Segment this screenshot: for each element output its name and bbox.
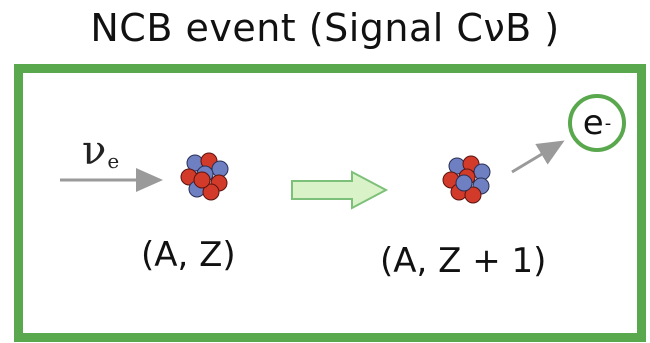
neutrino-label: νe [82,128,119,174]
outgoing-electron-arrow [512,142,562,172]
final-nucleus-label: (A, Z + 1) [380,241,546,281]
neutrino-flavor-subscript: e [107,149,119,173]
transition-arrow [292,172,386,208]
final-nucleus-icon [443,156,490,203]
initial-nucleus-icon [181,153,228,200]
electron-charge: - [605,113,612,134]
neutrino-symbol: ν [82,128,106,174]
electron-badge: e- [568,94,626,152]
initial-nucleus-label: (A, Z) [141,235,236,275]
electron-symbol: e [583,103,604,143]
